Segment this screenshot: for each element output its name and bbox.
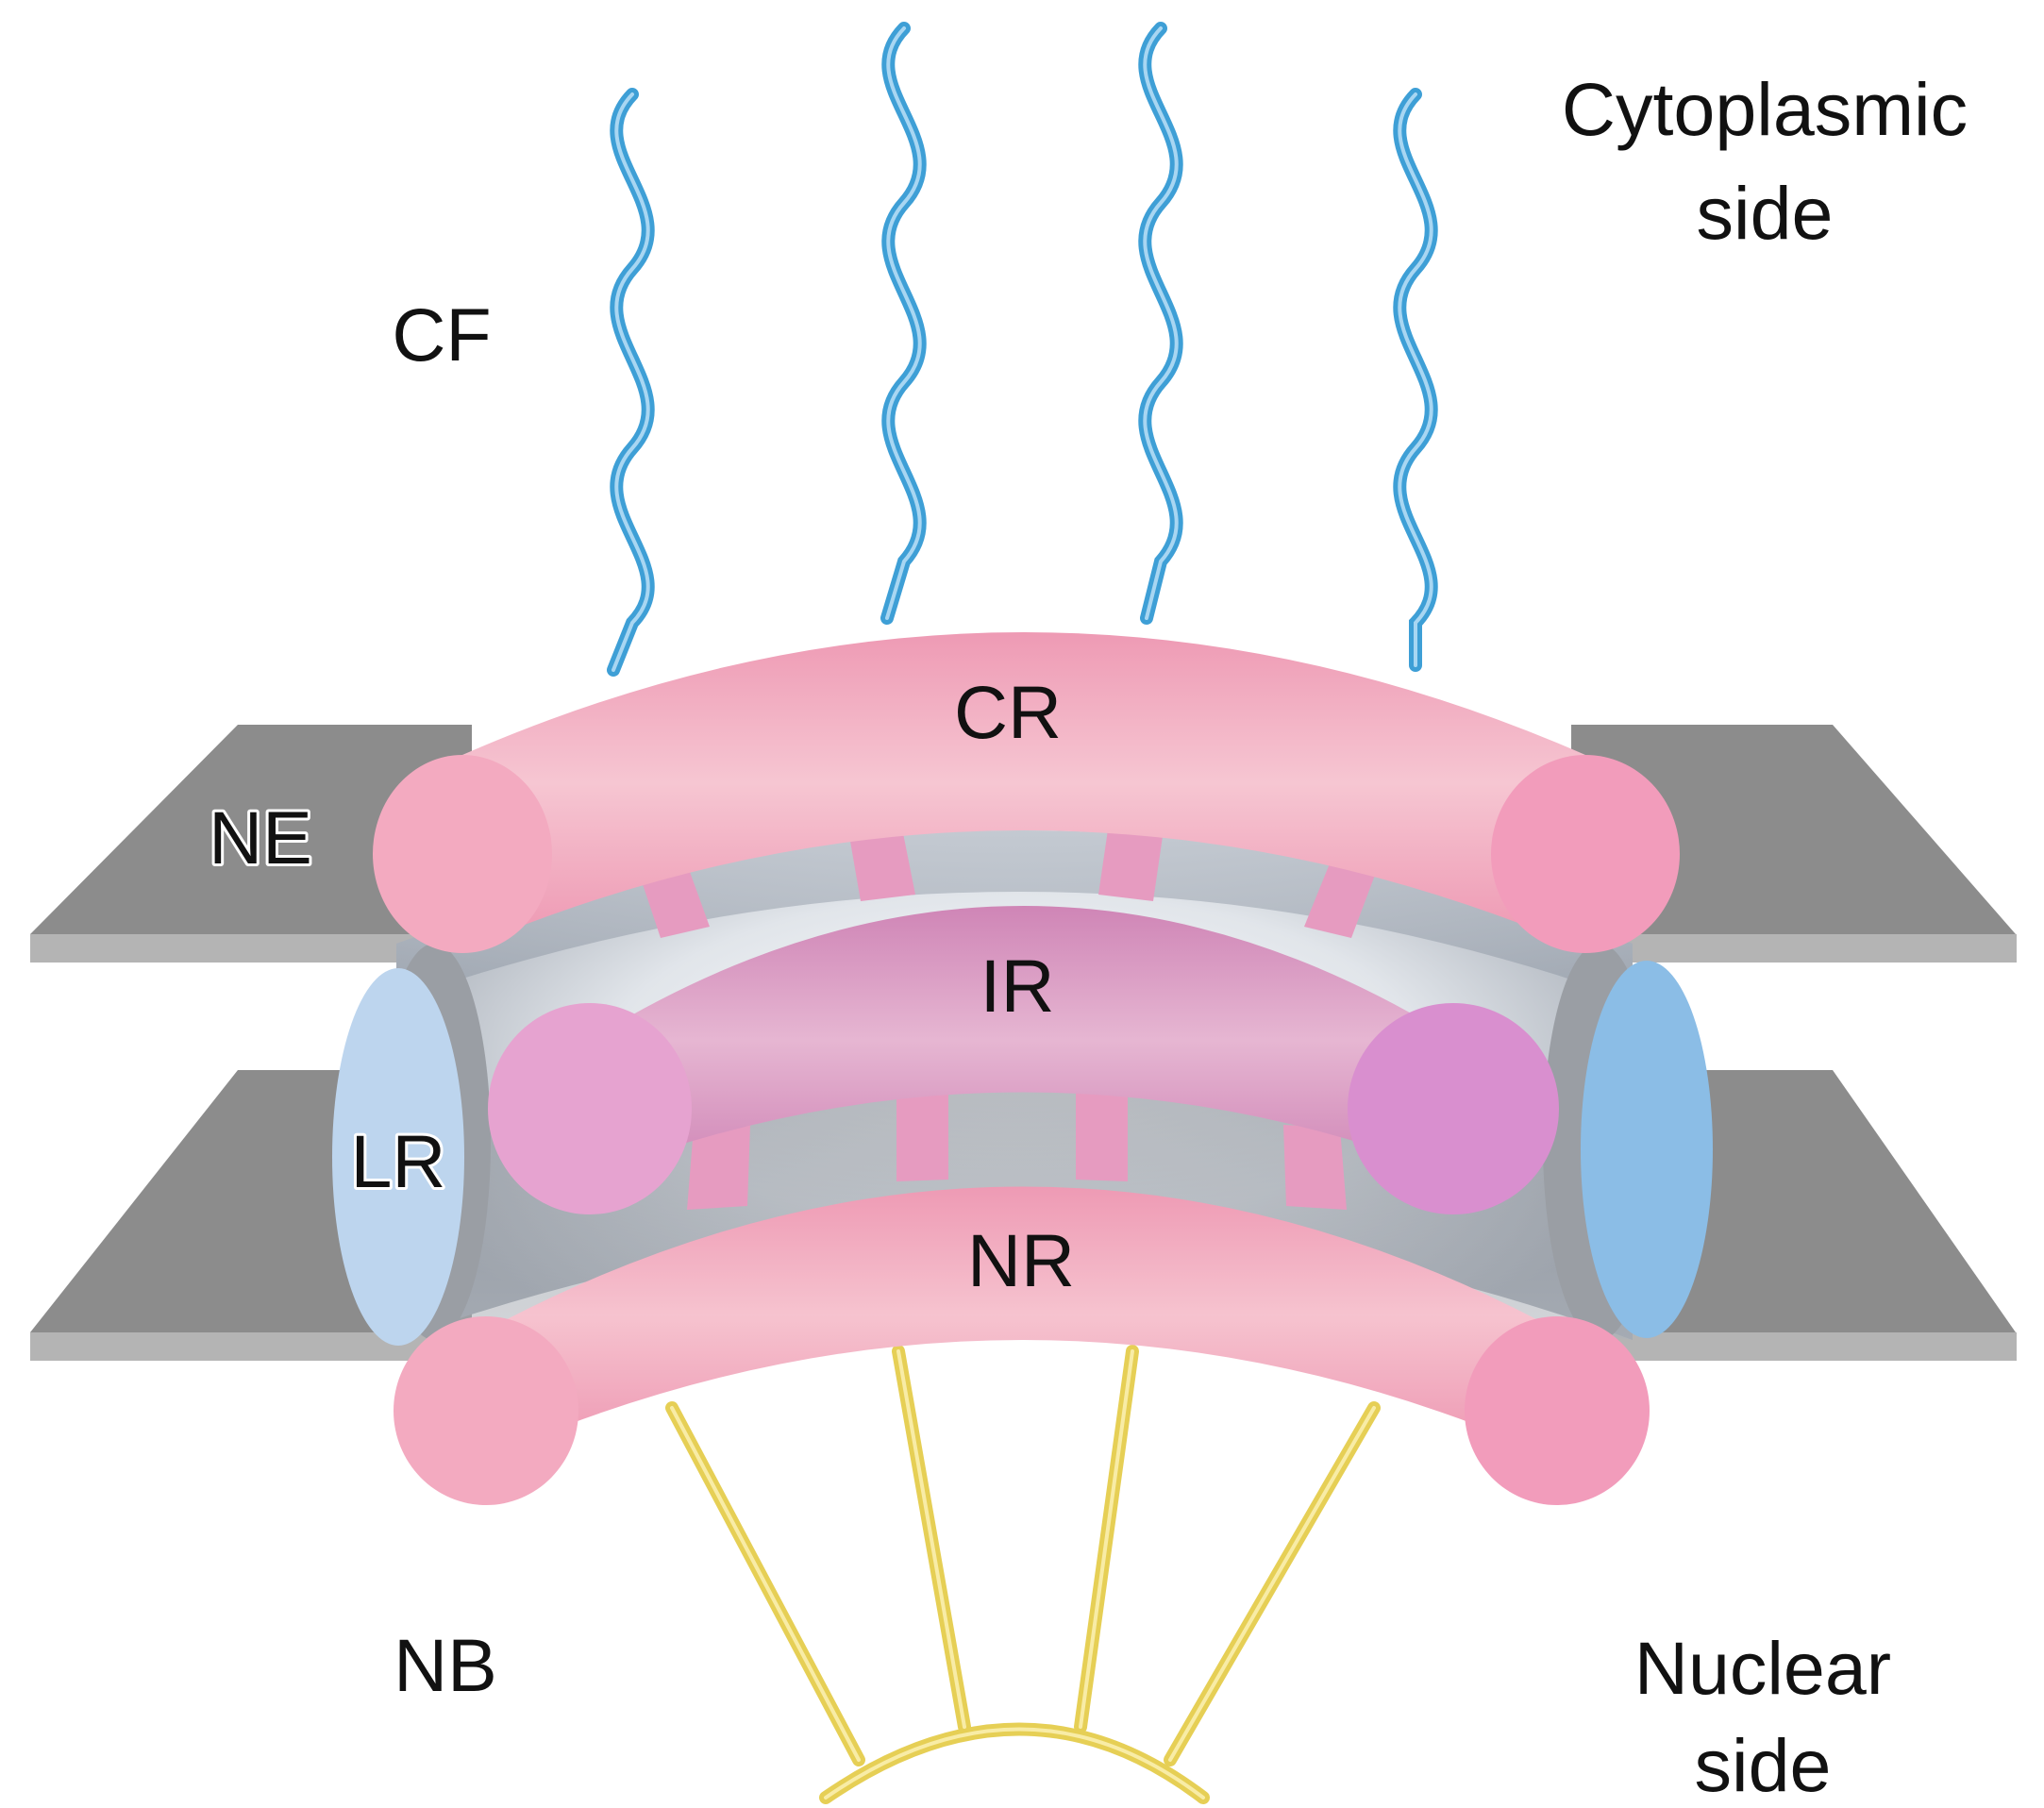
label-lr: LR <box>351 1119 446 1203</box>
luminal-ring-right <box>1581 961 1713 1338</box>
label-ir: IR <box>980 944 1055 1028</box>
cytoplasmic-filament <box>880 22 927 625</box>
cytoplasmic-filament <box>1393 88 1438 672</box>
cytoplasmic-filaments <box>607 22 1438 677</box>
label-cytoplasmic-side-line1: Cytoplasmic <box>1562 67 1968 151</box>
label-nr: NR <box>967 1218 1075 1302</box>
cytoplasmic-filament <box>607 88 655 677</box>
cytoplasmic-filament <box>1138 22 1183 625</box>
label-cytoplasmic-side-line2: side <box>1697 171 1834 255</box>
label-cr: CR <box>954 670 1062 754</box>
cytoplasmic-ring <box>373 632 1680 953</box>
label-nuclear-side-line1: Nuclear <box>1634 1626 1891 1710</box>
luminal-ring-left <box>332 968 464 1346</box>
label-ne: NE <box>209 795 312 879</box>
label-nuclear-side-line2: side <box>1695 1723 1832 1807</box>
ir-nr-spokes <box>687 1083 1347 1210</box>
labels: CF Cytoplasmic side CR NE IR LR NR NB Nu… <box>206 67 1968 1807</box>
label-cf: CF <box>392 293 491 377</box>
nuclear-ring <box>394 1186 1650 1505</box>
nuclear-basket <box>665 1345 1381 1804</box>
inner-ring <box>488 906 1559 1214</box>
label-nb: NB <box>394 1623 497 1707</box>
